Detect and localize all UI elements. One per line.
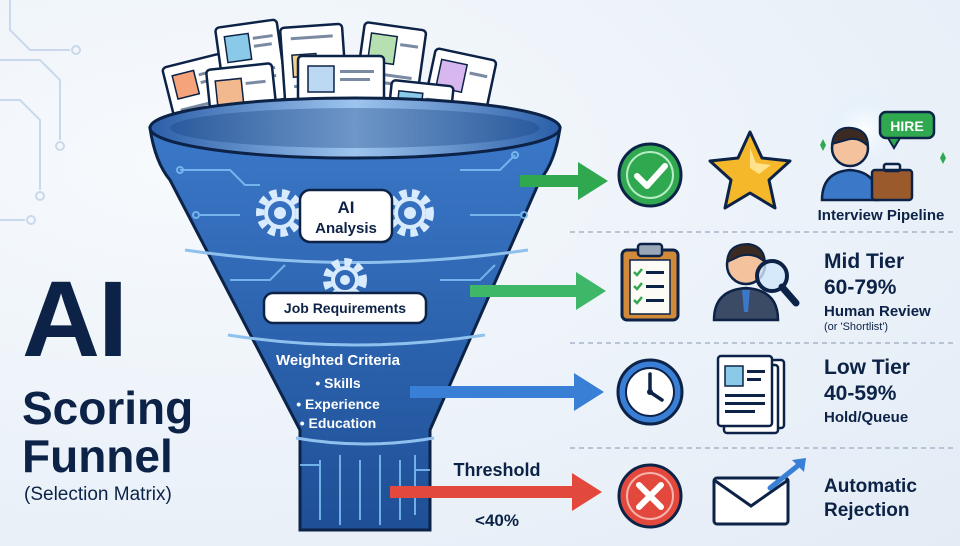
reviewer-magnifier-icon xyxy=(712,242,800,322)
funnel: AI Analysis Job Requirements Weighted Cr… xyxy=(148,96,562,532)
hire-person-icon: HIRE xyxy=(820,88,946,202)
tier-low-name: Low Tier xyxy=(824,356,910,379)
tier-mid-name: Mid Tier xyxy=(824,250,905,273)
requirements-pill xyxy=(262,291,428,325)
tier-mid-note: (or 'Shortlist') xyxy=(824,321,889,333)
arrow-top-tier xyxy=(520,162,608,200)
tier-low-action: Hold/Queue xyxy=(824,409,909,426)
criteria-item: • Experience xyxy=(296,396,380,412)
analysis-line2: Analysis xyxy=(315,220,377,237)
tier-mid-range: 60-79% xyxy=(824,276,897,299)
envelope-arrow-icon xyxy=(712,458,806,526)
tier-low-range: 40-59% xyxy=(824,382,897,405)
criteria-item: • Education xyxy=(300,415,376,431)
analysis-line1: AI xyxy=(338,198,355,217)
arrow-reject xyxy=(390,473,602,511)
title-subtitle: (Selection Matrix) xyxy=(24,484,172,505)
check-circle-icon xyxy=(617,142,683,208)
tier-mid-block: Mid Tier 60-79% Human Review (or 'Shortl… xyxy=(824,250,931,333)
tier-top-label: Interview Pipeline xyxy=(818,207,945,224)
hire-badge-label: HIRE xyxy=(890,118,923,134)
funnel-circuit-traces xyxy=(176,151,528,525)
criteria-title: Weighted Criteria xyxy=(276,352,401,369)
resume-stack-icon xyxy=(716,354,786,435)
arrow-low-tier xyxy=(410,373,604,411)
background-circuit-lines xyxy=(0,0,81,225)
threshold-value: <40% xyxy=(475,511,519,530)
reject-x-icon xyxy=(617,463,683,529)
clock-icon xyxy=(616,358,684,426)
title-main: AI xyxy=(22,258,128,379)
tier-dividers xyxy=(570,231,955,449)
clipboard-icon xyxy=(620,242,680,322)
criteria-item: • Skills xyxy=(315,375,361,391)
star-icon xyxy=(708,130,792,210)
tier-reject-line1: Automatic xyxy=(824,476,917,497)
threshold-label: Threshold xyxy=(453,460,540,480)
title-line3: Funnel xyxy=(22,430,173,482)
analysis-pill xyxy=(298,188,394,244)
requirements-label: Job Requirements xyxy=(284,300,406,316)
tier-mid-action: Human Review xyxy=(824,303,931,320)
tier-reject-block: Automatic Rejection xyxy=(824,476,917,522)
arrow-mid-tier xyxy=(470,272,606,310)
tier-reject-line2: Rejection xyxy=(824,500,910,521)
title-line2: Scoring xyxy=(22,382,194,434)
tier-low-block: Low Tier 40-59% Hold/Queue xyxy=(824,356,910,426)
